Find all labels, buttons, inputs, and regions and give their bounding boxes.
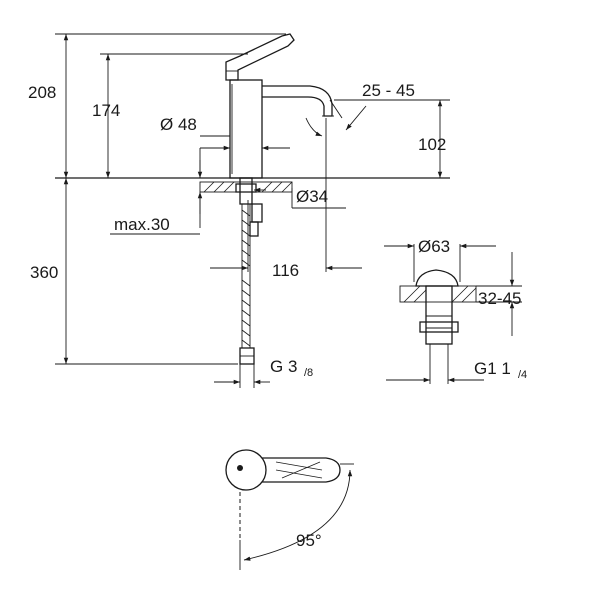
label-spout-projection: 102 — [418, 135, 446, 154]
label-hose-length: 360 — [30, 263, 58, 282]
label-waste-thread-fraction: /4 — [518, 369, 527, 381]
popup-waste — [399, 269, 477, 384]
label-worktop-max: max.30 — [114, 215, 170, 234]
label-hose-connection-fraction: /8 — [304, 367, 313, 379]
dimension-lines — [63, 34, 443, 388]
label-body-diameter: Ø 48 — [160, 115, 197, 134]
faucet-elevation — [55, 33, 450, 365]
waste-dimension-lines — [384, 243, 522, 383]
label-waste-diameter: Ø63 — [418, 237, 450, 256]
label-worktop-range: 25 - 45 — [362, 81, 415, 100]
label-total-height: 208 — [28, 83, 56, 102]
label-spout-reach: 116 — [272, 261, 299, 280]
label-rotation-angle: 95° — [296, 531, 322, 550]
dimension-labels: 208 174 Ø 48 25 - 45 102 Ø34 max.30 360 … — [28, 81, 527, 550]
label-waste-thread: G1 1 — [474, 359, 511, 378]
label-hole-diameter: Ø34 — [296, 187, 328, 206]
label-hose-connection: G 3 — [270, 357, 297, 376]
extension-lines — [55, 33, 450, 365]
label-spout-height: 174 — [92, 101, 120, 120]
top-view — [225, 449, 354, 570]
label-waste-range: 32-45 — [478, 289, 521, 308]
